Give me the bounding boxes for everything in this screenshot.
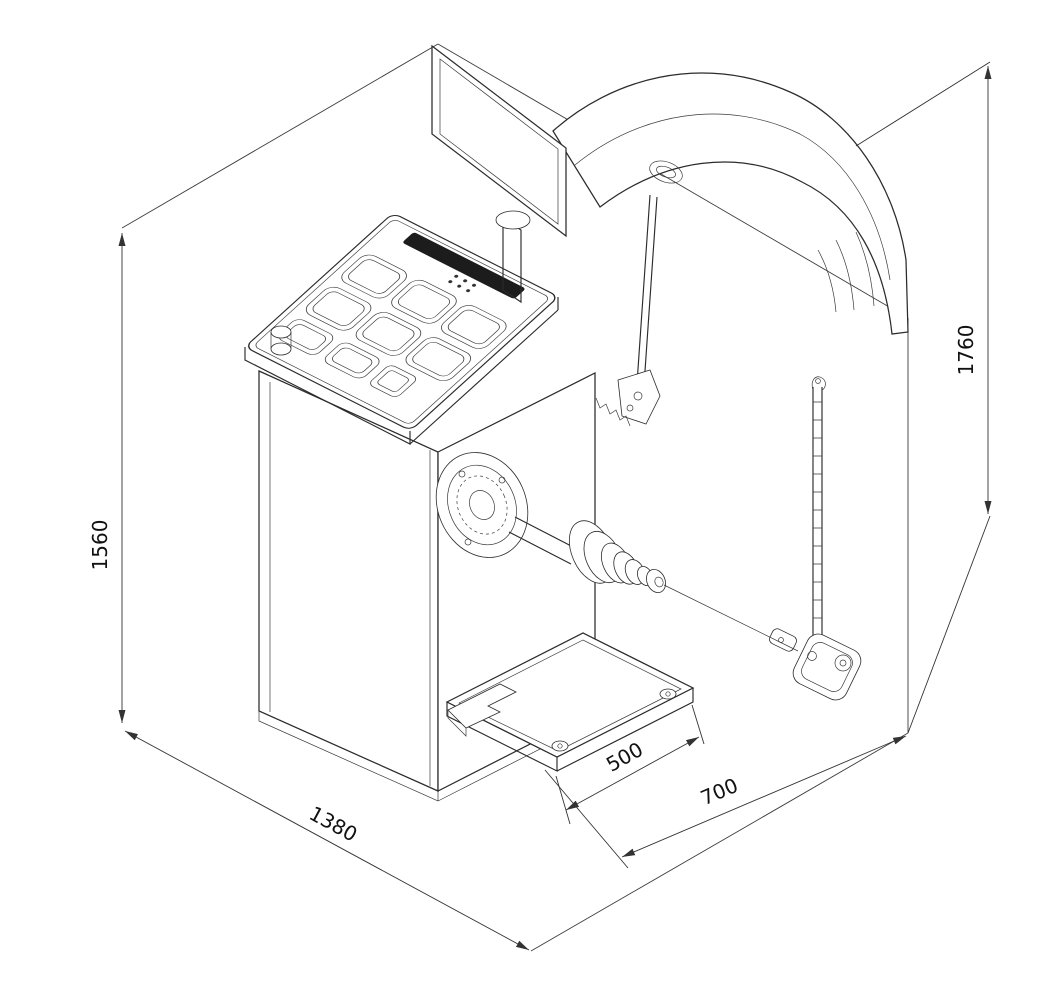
- wheel-guard-hood: [552, 72, 909, 335]
- weight-tray-edges: [244, 297, 559, 445]
- carriage-pointer-finger: [769, 628, 797, 652]
- dimension-line-1380: [124, 730, 530, 951]
- control-dots: [448, 274, 477, 293]
- monitor-outline: [431, 44, 567, 238]
- arm-rod: [635, 194, 658, 401]
- foot-pad-bolt: [557, 743, 563, 749]
- weight-pocket-cavity: [412, 341, 465, 377]
- small-pocket-cavity: [285, 324, 326, 350]
- gauge-pointer-line: [663, 584, 799, 652]
- hood-handle-slot-inner: [656, 165, 676, 179]
- hood-rib-1: [817, 249, 837, 313]
- box-bottom-right-edge: [530, 732, 909, 952]
- monitor-mount-bracket: [495, 210, 531, 230]
- weight-pocket-cavity: [348, 259, 401, 294]
- arm-spring: [595, 397, 631, 427]
- box-top-right-edge: [437, 43, 909, 319]
- carriage-bolt: [807, 651, 817, 661]
- rail-top-hook: [811, 376, 826, 391]
- monitor-screen: [439, 58, 559, 225]
- quick-nut-hub: [654, 576, 664, 588]
- box-top-left-edge: [121, 43, 439, 229]
- dimension-700: 700: [544, 735, 907, 869]
- flange-bolt-circle: [456, 475, 508, 535]
- rail-bars: [812, 387, 823, 652]
- small-pocket-cavity: [332, 347, 373, 374]
- dimension-label-700: 700: [697, 773, 742, 810]
- flange-hub: [469, 490, 495, 520]
- rail-carriage: [792, 633, 862, 701]
- dimension-label-500: 500: [602, 737, 647, 777]
- foot-pad: [659, 688, 677, 700]
- weight-pocket-cavity: [312, 291, 365, 326]
- holder-base: [270, 342, 292, 356]
- small-pocket-cavity: [377, 370, 409, 392]
- weight-pocket-cavity: [447, 309, 500, 345]
- flange-ring: [447, 464, 517, 546]
- dimension-line-500: [565, 736, 700, 811]
- dimension-1760: 1760: [855, 61, 992, 734]
- hood-handle-slot-outer: [649, 160, 683, 184]
- weight-pocket: [405, 337, 472, 381]
- hood-rib-2: [835, 239, 855, 311]
- accessory-holder: [270, 325, 292, 356]
- monitor: [431, 44, 567, 304]
- flange-bolt: [498, 476, 506, 484]
- holder-sides: [270, 332, 292, 349]
- weight-pocket: [391, 279, 457, 324]
- holder-cap: [270, 325, 292, 339]
- hood-rib-3: [855, 231, 875, 307]
- flange-bolt: [458, 470, 466, 478]
- carriage-knob-inner: [839, 659, 847, 667]
- weight-pocket-cavity: [362, 316, 415, 352]
- hood-outline: [552, 72, 909, 335]
- extension-line-1760-top: [855, 61, 991, 147]
- weight-pocket: [441, 305, 507, 349]
- dimension-label-1560: 1560: [88, 520, 112, 571]
- spindle-shaft: [508, 516, 578, 565]
- tray-thickness-edges: [244, 297, 559, 445]
- weight-tray: [248, 214, 556, 429]
- weight-pocket: [305, 286, 372, 331]
- tray-inner-rim: [255, 220, 548, 424]
- weight-pocket: [355, 312, 422, 356]
- flange-bolt: [464, 538, 472, 546]
- dimension-1560: 1560: [88, 233, 126, 723]
- arm-pivot-bolt: [633, 391, 643, 401]
- extension-line-1760-bottom: [907, 515, 991, 734]
- weight-pocket-cavity: [397, 284, 450, 319]
- weight-pocket: [341, 254, 407, 299]
- small-pocket: [370, 365, 417, 397]
- foot-pad-bolt: [665, 691, 671, 697]
- rail-top-eyelet: [815, 378, 821, 384]
- measuring-rail: [769, 376, 862, 701]
- carriage-knob-outer: [834, 654, 852, 672]
- arm-pivot-bolt-small: [626, 404, 634, 412]
- arm-pivot-bracket: [617, 369, 661, 425]
- body-front-face: [258, 370, 439, 792]
- rail-scale-ticks: [813, 401, 822, 637]
- extension-line-500-right: [691, 704, 705, 745]
- dimension-line-700: [621, 735, 907, 858]
- brand-label: [403, 232, 525, 299]
- small-pocket: [324, 342, 380, 379]
- shaft-assembly: [435, 452, 799, 652]
- hood-contour-line: [574, 113, 891, 281]
- foot-pad: [551, 740, 569, 752]
- extension-line-700-left: [544, 769, 629, 869]
- rail-carriage-inner: [801, 642, 853, 692]
- hood-support-arm: [544, 194, 661, 463]
- dimension-label-1760: 1760: [954, 325, 978, 376]
- dimension-label-1380: 1380: [305, 801, 361, 846]
- extension-line-500-left: [555, 775, 571, 825]
- weight-pockets: [278, 254, 507, 397]
